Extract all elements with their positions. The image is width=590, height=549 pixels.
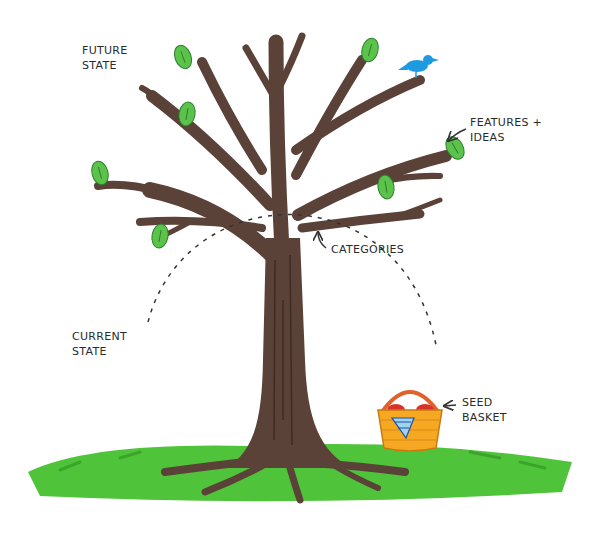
leader-arrow [318, 232, 326, 248]
leader-arrow [444, 405, 456, 406]
bird [398, 55, 439, 78]
tree-trunk [226, 238, 352, 468]
leaves [89, 36, 468, 249]
callout-label: SEED BASKET [462, 396, 524, 426]
trunk-texture [274, 255, 292, 445]
growth-arc [148, 215, 436, 345]
branches [98, 36, 446, 255]
callout-label: FEATURES + IDEAS [470, 116, 550, 146]
seed-basket [378, 392, 442, 451]
callout-label: CURRENT STATE [72, 330, 142, 360]
leader-arrow [448, 129, 466, 141]
callout-label: FUTURE STATE [82, 44, 142, 74]
callout-label: CATEGORIES [331, 243, 431, 258]
